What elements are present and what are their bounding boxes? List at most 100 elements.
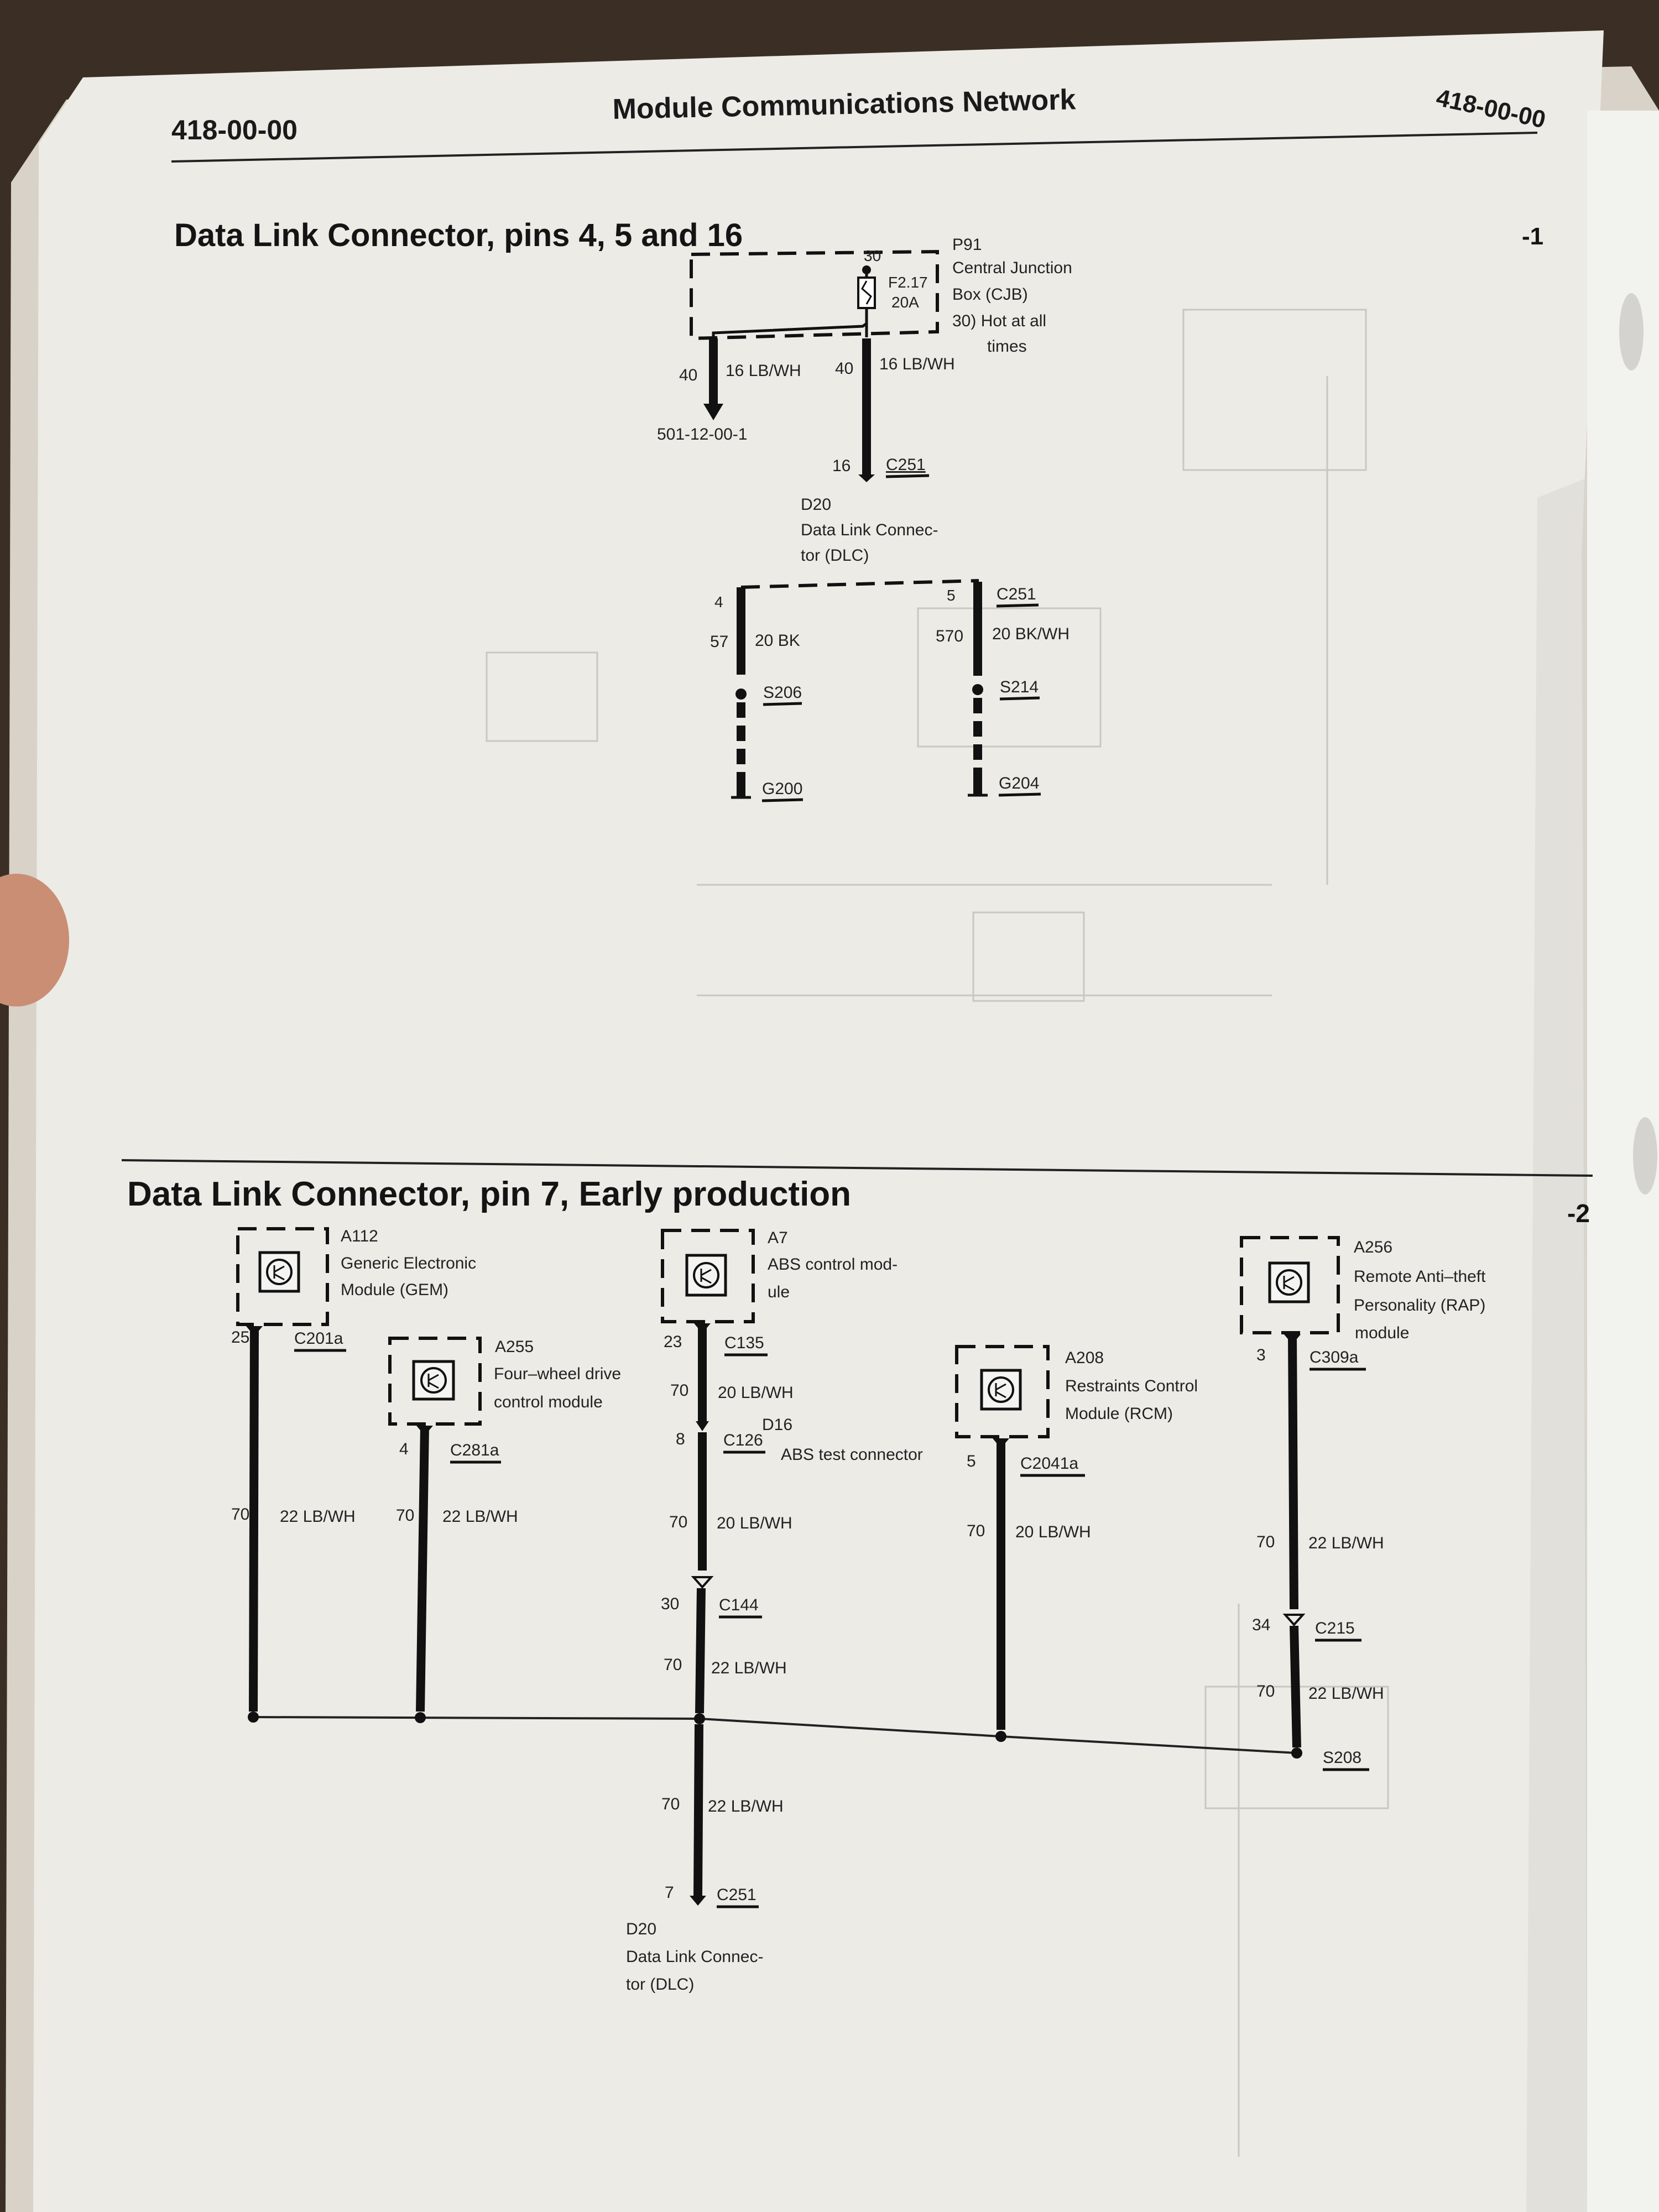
cjb-outline xyxy=(690,249,939,341)
rap-outline xyxy=(1240,1236,1340,1334)
wire-rap-upper xyxy=(1288,1335,1298,1610)
gem-connector: C201a xyxy=(294,1329,343,1348)
rap-transistor-glyph xyxy=(1283,1276,1295,1291)
section2-number: -2 xyxy=(1567,1199,1590,1228)
rap-inline-connector: C215 xyxy=(1315,1619,1355,1637)
fuse-element-icon xyxy=(861,280,872,305)
connector-arrow-icon xyxy=(858,474,875,482)
fwd-id: A255 xyxy=(495,1338,534,1356)
c251-underline xyxy=(885,474,930,478)
abs-connector: C135 xyxy=(724,1334,764,1352)
wire-left-ref: 501-12-00-1 xyxy=(657,425,747,444)
abs-inline-pin: 30 xyxy=(661,1595,679,1613)
rcm-transistor-icon xyxy=(988,1376,1014,1403)
rap-inline-pin: 34 xyxy=(1252,1616,1270,1634)
cjb-name: Central Junction xyxy=(952,259,1072,277)
abs-test-connector: C126 xyxy=(723,1431,763,1449)
gem-module-icon xyxy=(258,1251,300,1293)
dlc2-name: Data Link Connec- xyxy=(626,1948,763,1966)
wire-right-pin: 40 xyxy=(835,359,853,378)
paper-page xyxy=(33,30,1604,2212)
abs-test-pin: 8 xyxy=(676,1430,685,1448)
gem-bus-node xyxy=(248,1712,259,1723)
dlc2-id: D20 xyxy=(626,1920,656,1938)
splice-s208-node xyxy=(1291,1747,1302,1759)
fuse-id: F2.17 xyxy=(888,274,928,291)
abs-circuit-c: 70 xyxy=(664,1656,682,1674)
abs-name-2: ule xyxy=(768,1283,790,1301)
gem-transistor-icon xyxy=(266,1259,293,1285)
binder-ring-hole xyxy=(1619,293,1644,371)
cjb-pin-30: 30 xyxy=(864,247,881,264)
gem-circuit: 70 xyxy=(231,1505,249,1524)
splice-s214: S214 xyxy=(1000,678,1039,696)
rcm-connector: C2041a xyxy=(1020,1454,1078,1473)
off-page-arrow-icon xyxy=(703,404,723,420)
fwd-connector: C281a xyxy=(450,1441,499,1459)
abs-transistor-glyph xyxy=(700,1269,712,1284)
wire-fwd xyxy=(416,1426,429,1712)
rcm-transistor-glyph xyxy=(995,1383,1006,1399)
rap-id: A256 xyxy=(1354,1238,1392,1256)
wire-abs-lower xyxy=(695,1588,706,1714)
fwd-outline xyxy=(388,1337,482,1426)
rcm-pin: 5 xyxy=(967,1452,976,1470)
cjb-note-2: times xyxy=(987,337,1027,356)
abs-id: A7 xyxy=(768,1229,788,1247)
abs-transistor-icon xyxy=(693,1262,719,1288)
gem-spec: 22 LB/WH xyxy=(280,1507,356,1526)
dlc-pin-4: 4 xyxy=(714,593,723,611)
abs-test-id: D16 xyxy=(762,1416,792,1434)
rap-name-2: Personality (RAP) xyxy=(1354,1296,1485,1314)
dlc-pin7-spec: 22 LB/WH xyxy=(708,1797,784,1815)
rap-circuit-a: 70 xyxy=(1256,1533,1275,1551)
page-curl-shade xyxy=(1526,476,1593,2212)
network-bus xyxy=(253,1716,1297,1754)
section2-title: Data Link Connector, pin 7, Early produc… xyxy=(127,1175,851,1213)
binder-ring-hole xyxy=(1633,1117,1657,1194)
rap-spec-b: 22 LB/WH xyxy=(1308,1684,1384,1703)
pin4-spec: 20 BK xyxy=(755,632,800,650)
pin5-circuit: 570 xyxy=(936,627,963,645)
rap-circuit-b: 70 xyxy=(1256,1682,1275,1700)
rcm-bus-node xyxy=(995,1731,1006,1742)
rap-inline-connector-icon xyxy=(1282,1614,1306,1627)
abs-spec-b: 20 LB/WH xyxy=(717,1514,792,1532)
dlc-name: Data Link Connec- xyxy=(801,521,938,539)
gem-id: A112 xyxy=(341,1227,378,1245)
rap-spec-a: 22 LB/WH xyxy=(1308,1534,1384,1552)
gem-name-2: Module (GEM) xyxy=(341,1281,448,1299)
section1-number: -1 xyxy=(1522,223,1543,250)
cjb-internal-link xyxy=(712,308,868,343)
thumb xyxy=(0,874,69,1006)
fuse-rating: 20A xyxy=(891,294,919,311)
abs-name: ABS control mod- xyxy=(768,1255,898,1274)
splice-s206: S206 xyxy=(763,684,802,702)
dlc-name-2: tor (DLC) xyxy=(801,546,869,565)
rap-module-icon xyxy=(1268,1261,1310,1303)
gem-pin: 25 xyxy=(231,1328,249,1347)
g204-underline xyxy=(998,792,1041,797)
abs-test-connector-icon xyxy=(696,1421,709,1431)
wire-left-pin: 40 xyxy=(679,366,697,384)
dlc-pin7-connector-icon xyxy=(690,1896,706,1906)
dlc-id: D20 xyxy=(801,495,831,514)
abs-outline xyxy=(661,1229,755,1323)
dlc-pin-5: 5 xyxy=(947,587,956,604)
pin4-circuit: 57 xyxy=(710,633,728,651)
fwd-transistor-glyph xyxy=(427,1374,439,1389)
wire-right-spec: 16 LB/WH xyxy=(879,355,955,373)
fwd-circuit: 70 xyxy=(396,1506,414,1525)
ground-g200: G200 xyxy=(762,780,802,798)
show-through-ghost xyxy=(486,309,1389,2157)
pin5-connector: C251 xyxy=(997,585,1036,603)
rcm-id: A208 xyxy=(1065,1349,1104,1367)
splice-s214-node xyxy=(972,684,983,695)
dlc-pin7-circuit: 70 xyxy=(661,1795,680,1813)
abs-circuit-b: 70 xyxy=(669,1513,687,1531)
abs-bus-node xyxy=(694,1713,705,1724)
cjb-note: 30) Hot at all xyxy=(952,312,1046,330)
abs-inline-connector: C144 xyxy=(719,1596,759,1614)
fwd-spec: 22 LB/WH xyxy=(442,1507,518,1526)
